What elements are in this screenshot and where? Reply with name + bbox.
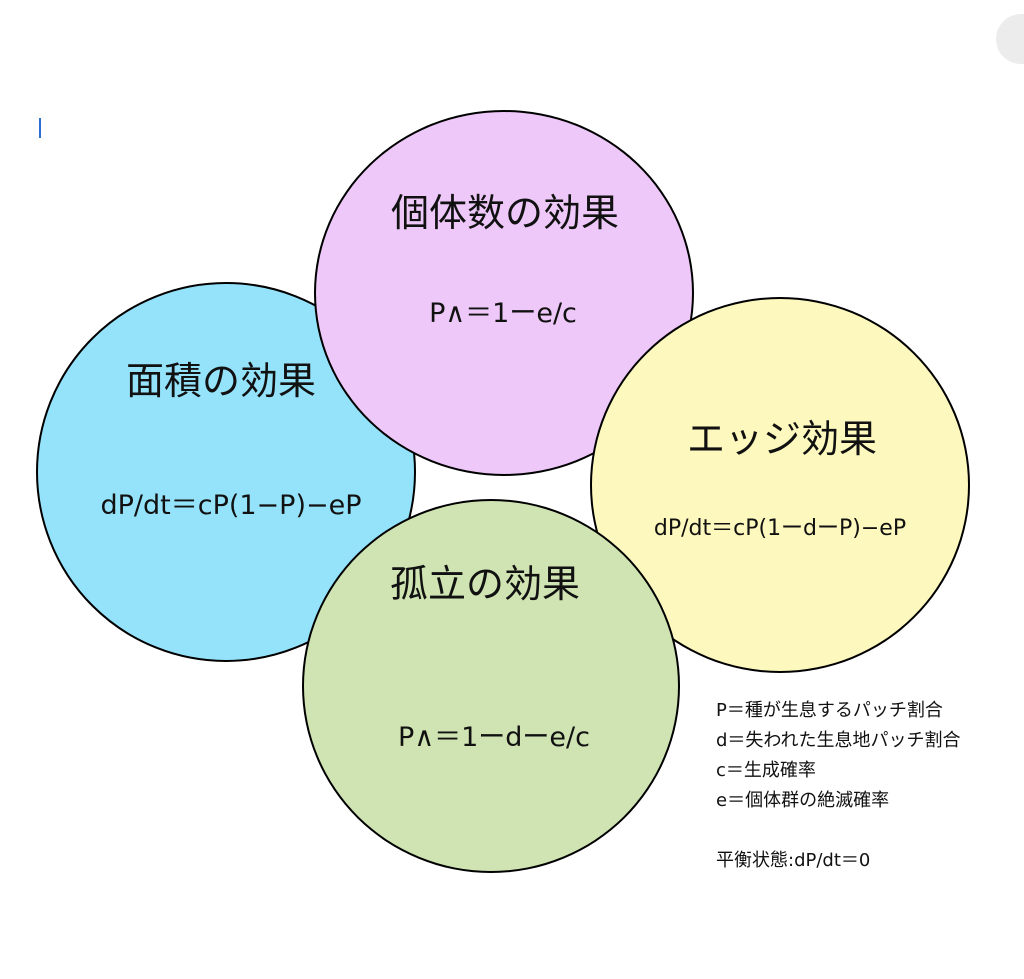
population-effect-title: 個体数の効果 (390, 191, 620, 235)
text-cursor (39, 118, 41, 138)
legend-line-d: d＝失われた生息地パッチ割合 (716, 730, 961, 751)
area-effect-equation: dP/dt＝cP(1−P)−eP (100, 490, 362, 521)
population-effect-equation: P∧＝1ーe/c (429, 298, 577, 329)
variable-legend: P＝種が生息するパッチ割合 d＝失われた生息地パッチ割合 c＝生成確率 e＝個体… (716, 696, 961, 876)
legend-line-e: e＝個体群の絶滅確率 (716, 790, 890, 811)
edge-effect-equation: dP/dt＝cP(1ーdーP)−eP (653, 516, 907, 541)
corner-button[interactable] (996, 14, 1024, 64)
legend-line-c: c＝生成確率 (716, 760, 816, 781)
equilibrium-note: 平衡状態:dP/dt＝0 (716, 850, 871, 871)
isolation-effect-circle (302, 499, 680, 873)
isolation-effect-equation: P∧＝1ーdーe/c (398, 722, 590, 753)
isolation-effect-title: 孤立の効果 (389, 562, 581, 606)
legend-line-p: P＝種が生息するパッチ割合 (716, 700, 943, 721)
edge-effect-title: エッジ効果 (686, 417, 878, 461)
area-effect-title: 面積の効果 (125, 359, 317, 403)
